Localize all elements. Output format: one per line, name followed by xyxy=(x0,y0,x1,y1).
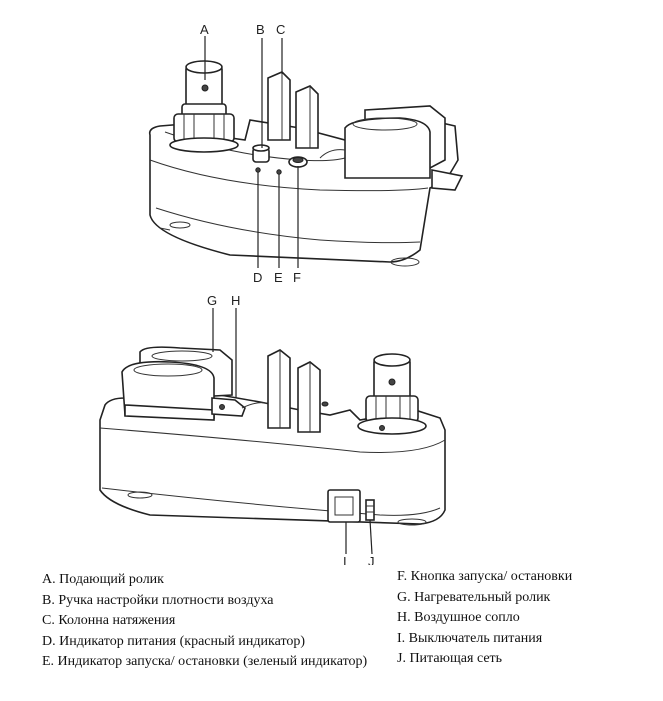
heating-roller-front xyxy=(319,105,464,191)
air-density-knob xyxy=(252,144,270,163)
legend-item-f: F. Кнопка запуска/ остановки xyxy=(397,569,573,584)
legend-item-h: H. Воздушное сопло xyxy=(397,610,520,625)
callout-b: B xyxy=(256,22,265,37)
heating-roller xyxy=(121,346,233,421)
callout-j: J xyxy=(368,554,375,565)
callout-g: G xyxy=(207,293,217,308)
legend-item-j: J. Питающая сеть xyxy=(397,651,503,666)
legend-item-e: E. Индикатор запуска/ остановки (зеленый… xyxy=(42,654,368,669)
air-nozzle xyxy=(211,397,271,417)
callout-i: I xyxy=(343,554,347,565)
legend-item-b: B. Ручка настройки плотности воздуха xyxy=(42,592,274,608)
feed-roller xyxy=(169,60,239,153)
start-stop-button xyxy=(288,156,308,168)
device-rear-view xyxy=(99,308,446,555)
legend-right: F. Кнопка запуска/ остановки G. Нагреват… xyxy=(397,567,647,670)
tension-columns-rear xyxy=(267,349,329,433)
legend-item-a: A. Подающий ролик xyxy=(42,572,164,587)
power-indicator xyxy=(255,167,261,173)
callout-e: E xyxy=(274,270,283,285)
callout-h: H xyxy=(231,293,240,308)
tension-columns xyxy=(267,71,319,149)
legend-item-c: C. Колонна натяжения xyxy=(42,613,176,628)
device-diagram: A B C D E F G H I J xyxy=(99,22,464,565)
callout-d: D xyxy=(253,270,262,285)
legend-item-i: I. Выключатель питания xyxy=(397,630,543,646)
legend-left: A. Подающий ролик B. Ручка настройки пло… xyxy=(42,570,372,673)
legend-item-d: D. Индикатор питания (красный индикатор) xyxy=(42,633,306,649)
device-front-view xyxy=(148,36,464,268)
callout-f: F xyxy=(293,270,301,285)
run-indicator xyxy=(276,169,282,175)
feed-roller-rear xyxy=(357,353,427,435)
power-switch xyxy=(327,489,361,523)
power-inlet xyxy=(365,499,375,521)
callout-c: C xyxy=(276,22,285,37)
callout-a: A xyxy=(200,22,209,37)
legend-item-g: G. Нагревательный ролик xyxy=(397,589,551,605)
